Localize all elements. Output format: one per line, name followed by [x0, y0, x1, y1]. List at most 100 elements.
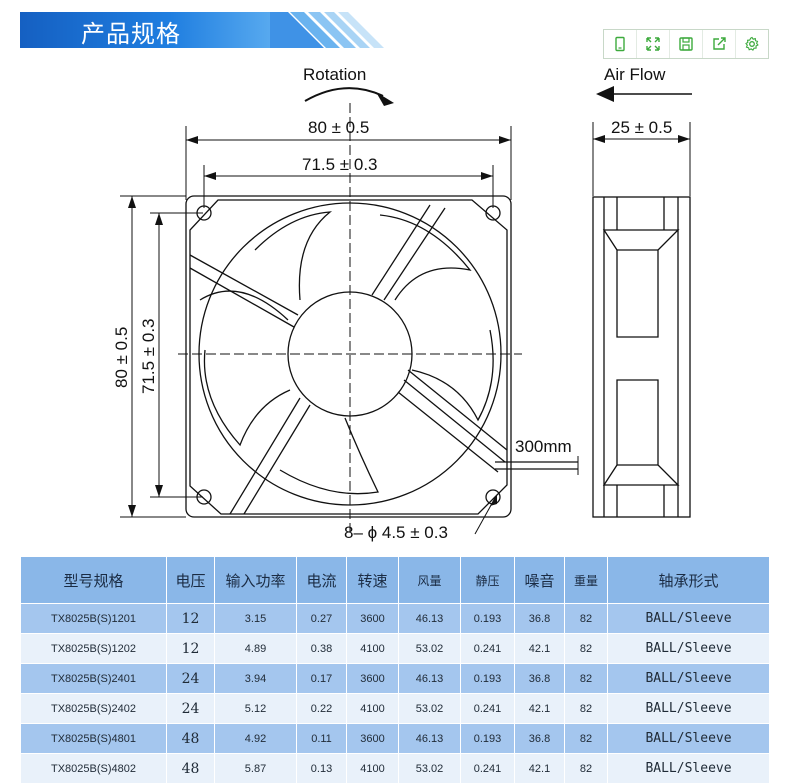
- col-header-model: 型号规格: [20, 556, 167, 604]
- cell-pressure: 0.241: [460, 633, 515, 664]
- cell-speed: 4100: [346, 753, 399, 784]
- cell-airflow: 53.02: [398, 693, 461, 724]
- cell-power: 5.12: [214, 693, 297, 724]
- share-button[interactable]: [703, 30, 736, 58]
- col-header-speed: 转速: [346, 556, 399, 604]
- col-header-power: 输入功率: [214, 556, 297, 604]
- rotation-arrow: [304, 87, 384, 102]
- cell-power: 3.15: [214, 603, 297, 634]
- cell-power: 3.94: [214, 663, 297, 694]
- cell-voltage: 48: [166, 723, 215, 754]
- cell-weight: 82: [564, 663, 608, 694]
- cell-current: 0.27: [296, 603, 347, 634]
- col-header-pressure: 静压: [460, 556, 515, 604]
- cell-model: TX8025B(S)4801: [20, 723, 167, 754]
- cell-airflow: 46.13: [398, 603, 461, 634]
- cell-current: 0.22: [296, 693, 347, 724]
- page-title: 产品规格: [81, 20, 181, 48]
- toolbar: [603, 29, 769, 59]
- cell-speed: 4100: [346, 633, 399, 664]
- save-button[interactable]: [670, 30, 703, 58]
- cell-weight: 82: [564, 633, 608, 664]
- cell-voltage: 48: [166, 753, 215, 784]
- cell-power: 4.89: [214, 633, 297, 664]
- cell-voltage: 24: [166, 693, 215, 724]
- fullscreen-icon: [646, 37, 660, 51]
- cell-power: 4.92: [214, 723, 297, 754]
- spec-table: 型号规格 电压 输入功率 电流 转速 风量 静压 噪音 重量 轴承形式 TX80…: [20, 556, 770, 784]
- dim-width-outer: 80 ± 0.5: [308, 118, 369, 137]
- table-header-row: 型号规格 电压 输入功率 电流 转速 风量 静压 噪音 重量 轴承形式: [20, 556, 770, 604]
- cell-bearing: BALL/Sleeve: [607, 753, 770, 784]
- cell-current: 0.11: [296, 723, 347, 754]
- cell-noise: 36.8: [514, 663, 565, 694]
- cell-voltage: 24: [166, 663, 215, 694]
- cell-speed: 3600: [346, 603, 399, 634]
- settings-icon: [745, 36, 759, 51]
- dim-depth: 25 ± 0.5: [611, 118, 672, 137]
- mobile-view-button[interactable]: [604, 30, 637, 58]
- fan-front-view: [185, 195, 512, 518]
- rotation-label: Rotation: [303, 65, 366, 84]
- settings-button[interactable]: [736, 30, 768, 58]
- cell-speed: 3600: [346, 663, 399, 694]
- cell-model: TX8025B(S)2401: [20, 663, 167, 694]
- col-header-noise: 噪音: [514, 556, 565, 604]
- cell-model: TX8025B(S)1201: [20, 603, 167, 634]
- cell-pressure: 0.241: [460, 693, 515, 724]
- fan-technical-drawing: Rotation Air Flow 80 ± 0.5 71.5 ± 0.3 80…: [112, 65, 692, 542]
- cell-model: TX8025B(S)4802: [20, 753, 167, 784]
- share-icon: [713, 37, 726, 50]
- cell-weight: 82: [564, 603, 608, 634]
- cell-airflow: 53.02: [398, 633, 461, 664]
- cell-airflow: 53.02: [398, 753, 461, 784]
- cable-length-label: 300mm: [515, 437, 572, 456]
- col-header-current: 电流: [296, 556, 347, 604]
- cell-bearing: BALL/Sleeve: [607, 693, 770, 724]
- col-header-airflow: 风量: [398, 556, 461, 604]
- cell-speed: 3600: [346, 723, 399, 754]
- cell-noise: 42.1: [514, 693, 565, 724]
- cell-voltage: 12: [166, 603, 215, 634]
- cell-model: TX8025B(S)1202: [20, 633, 167, 664]
- hole-spec-label: 8– ϕ 4.5 ± 0.3: [344, 523, 448, 542]
- cell-power: 5.87: [214, 753, 297, 784]
- cell-model: TX8025B(S)2402: [20, 693, 167, 724]
- fullscreen-button[interactable]: [637, 30, 670, 58]
- cell-pressure: 0.193: [460, 663, 515, 694]
- cell-current: 0.13: [296, 753, 347, 784]
- cell-pressure: 0.193: [460, 723, 515, 754]
- cell-airflow: 46.13: [398, 723, 461, 754]
- cell-voltage: 12: [166, 633, 215, 664]
- cell-bearing: BALL/Sleeve: [607, 603, 770, 634]
- col-header-voltage: 电压: [166, 556, 215, 604]
- airflow-label: Air Flow: [604, 65, 666, 84]
- cell-noise: 42.1: [514, 633, 565, 664]
- col-header-weight: 重量: [564, 556, 608, 604]
- cell-noise: 42.1: [514, 753, 565, 784]
- cell-noise: 36.8: [514, 723, 565, 754]
- cell-pressure: 0.193: [460, 603, 515, 634]
- cell-weight: 82: [564, 693, 608, 724]
- cell-bearing: BALL/Sleeve: [607, 723, 770, 754]
- fan-side-view: [592, 196, 691, 518]
- cell-weight: 82: [564, 753, 608, 784]
- col-header-bearing: 轴承形式: [607, 556, 770, 604]
- airflow-arrow: [596, 86, 614, 102]
- mobile-icon: [615, 36, 625, 52]
- cell-noise: 36.8: [514, 603, 565, 634]
- cell-current: 0.17: [296, 663, 347, 694]
- dim-width-inner: 71.5 ± 0.3: [302, 155, 378, 174]
- dim-height-inner: 71.5 ± 0.3: [139, 319, 158, 395]
- save-icon: [679, 37, 693, 51]
- section-banner: [20, 12, 384, 48]
- cell-bearing: BALL/Sleeve: [607, 633, 770, 664]
- cell-airflow: 46.13: [398, 663, 461, 694]
- cell-pressure: 0.241: [460, 753, 515, 784]
